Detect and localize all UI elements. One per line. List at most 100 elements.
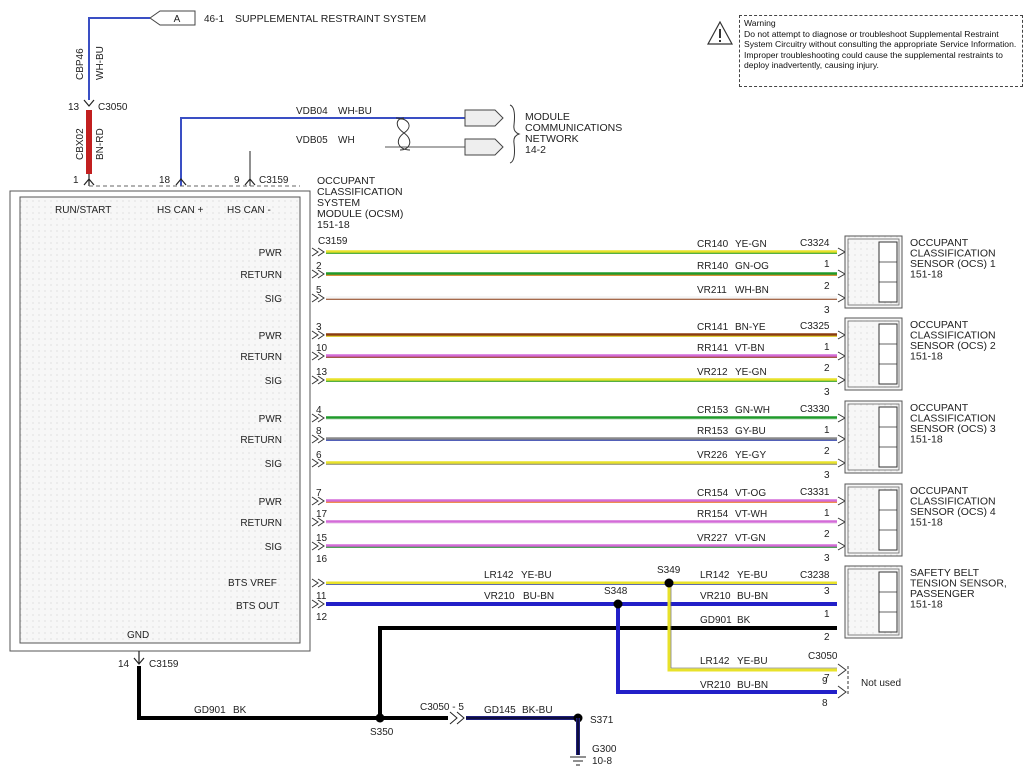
module-pin-number: 3 xyxy=(316,322,322,333)
ocsm-module-body[interactable] xyxy=(19,196,301,644)
gnd145-circuit: GD145 xyxy=(484,705,516,716)
sensor-pin-symbol xyxy=(837,269,847,279)
wire-circuit-label: RR154 xyxy=(697,509,729,520)
wire-color-label: WH-BN xyxy=(735,285,769,296)
sensor-pin-symbol xyxy=(837,458,847,468)
sensor-label-line: OCCUPANT xyxy=(910,237,969,249)
wire-cbp46-color: WH-BU xyxy=(95,46,106,80)
ground-symbol-icon xyxy=(570,756,586,766)
module-pin-label: RETURN xyxy=(240,270,282,281)
module-pin-number: 10 xyxy=(316,343,328,354)
wire-cbx02[interactable] xyxy=(86,110,92,174)
bts-connector-c3238: C3238 xyxy=(800,570,830,581)
wire-color-label: GN-OG xyxy=(735,261,769,272)
wire-circuit-label: VR212 xyxy=(697,367,728,378)
network-connector-flag-1 xyxy=(464,109,504,127)
wire-cbp46[interactable] xyxy=(88,17,150,100)
not-used-color-2: BU-BN xyxy=(737,680,768,691)
wire-gd901-main[interactable] xyxy=(137,666,380,720)
sensor-connector-label: C3331 xyxy=(800,487,830,498)
module-pin-label: PWR xyxy=(259,497,282,508)
sensor-pin-number: 3 xyxy=(824,305,830,316)
warning-triangle-icon xyxy=(706,20,734,45)
not-used-connector: C3050 xyxy=(808,651,838,662)
sensor-pin-number: 1 xyxy=(824,259,830,270)
module-pin-symbol xyxy=(311,351,325,361)
sensor-label-line: SENSOR (OCS) 1 xyxy=(910,258,996,270)
splice-s350-label: S350 xyxy=(370,727,394,738)
sensor-label-line: 151-18 xyxy=(910,269,943,281)
module-name-4: MODULE (OCSM) xyxy=(317,208,403,220)
module-pin-number: 2 xyxy=(316,261,322,272)
sensor-pin-number: 3 xyxy=(824,553,830,564)
sensor-pin-symbol xyxy=(837,541,847,551)
srs-reference: 46-1 xyxy=(204,14,224,25)
sensor-pin-number: 1 xyxy=(824,508,830,519)
sensor-pin-symbol xyxy=(837,351,847,361)
module-pin-symbol xyxy=(311,434,325,444)
splice-s349[interactable] xyxy=(664,578,674,588)
bts-right-circuit-out: VR210 xyxy=(700,591,731,602)
gnd-connector-c3159: C3159 xyxy=(149,659,179,670)
module-pin-number: 15 xyxy=(316,533,328,544)
ground-id-g300: G300 xyxy=(592,744,617,755)
wire-lr142-not-used[interactable] xyxy=(667,583,837,672)
bts-sensor-pin-2: 2 xyxy=(824,632,830,643)
wire-vr210-not-used[interactable] xyxy=(616,604,837,694)
pin-hscan-minus-number: 9 xyxy=(234,175,240,186)
wire-lr142-circuit: LR142 xyxy=(484,570,514,581)
sensor-pin-number: 3 xyxy=(824,387,830,398)
wire-color-label: VT-BN xyxy=(735,343,764,354)
bts-sensor-pin-1: 1 xyxy=(824,609,830,620)
sensor-pin-symbol xyxy=(837,434,847,444)
module-label-hscan-plus: HS CAN + xyxy=(157,205,204,216)
warning-body: Do not attempt to diagnose or troublesho… xyxy=(744,28,1017,71)
sensor-label-line: SENSOR (OCS) 3 xyxy=(910,423,996,435)
wire-circuit-label: VR226 xyxy=(697,450,728,461)
module-pin-symbol xyxy=(311,413,325,423)
wire-circuit-label: CR153 xyxy=(697,405,729,416)
sensor-pin-number: 2 xyxy=(824,529,830,540)
wire-lr142-color: YE-BU xyxy=(521,570,552,581)
connector-c3159-top-label: C3159 xyxy=(259,175,289,186)
sensor-label-line: SENSOR (OCS) 2 xyxy=(910,340,996,352)
module-pin-label: PWR xyxy=(259,248,282,259)
module-pin-label: SIG xyxy=(265,376,282,387)
wire-circuit-label: RR141 xyxy=(697,343,729,354)
wire-circuit-label: CR140 xyxy=(697,239,729,250)
splice-s349-label: S349 xyxy=(657,565,681,576)
module-pin-symbol xyxy=(311,517,325,527)
sensor-label-line: 151-18 xyxy=(910,351,943,363)
sensor-pin-symbol xyxy=(837,330,847,340)
wire-vdb04[interactable] xyxy=(180,117,465,186)
sensor-connector-label: C3325 xyxy=(800,321,830,332)
wire-gd901-bts[interactable] xyxy=(378,626,837,718)
module-pin-label: PWR xyxy=(259,331,282,342)
srs-connector-reference: A 46-1 SUPPLEMENTAL RESTRAINT SYSTEM xyxy=(149,10,426,26)
wire-color-label: YE-GN xyxy=(735,239,767,250)
wire-vdb05-color: WH xyxy=(338,135,355,146)
module-name-3: SYSTEM xyxy=(317,197,360,209)
connector-c3159-right-label: C3159 xyxy=(318,236,348,247)
connector-c3050-label: C3050 xyxy=(98,102,128,113)
module-pin-label: SIG xyxy=(265,294,282,305)
module-label-gnd: GND xyxy=(127,630,149,641)
wire-circuit-label: RR140 xyxy=(697,261,729,272)
sensor-pin-symbol xyxy=(837,375,847,385)
splice-s348[interactable] xyxy=(613,599,623,609)
module-pin-number: 17 xyxy=(316,509,328,520)
wire-color-label: VT-OG xyxy=(735,488,766,499)
wire-vr210-circuit: VR210 xyxy=(484,591,515,602)
network-label-2: COMMUNICATIONS xyxy=(525,122,622,134)
sensor-label-line: 151-18 xyxy=(910,599,943,611)
warning-text: Warning Do not attempt to diagnose or tr… xyxy=(744,18,1020,71)
bts-right-circuit-vref: LR142 xyxy=(700,570,730,581)
wire-color-label: GY-BU xyxy=(735,426,766,437)
